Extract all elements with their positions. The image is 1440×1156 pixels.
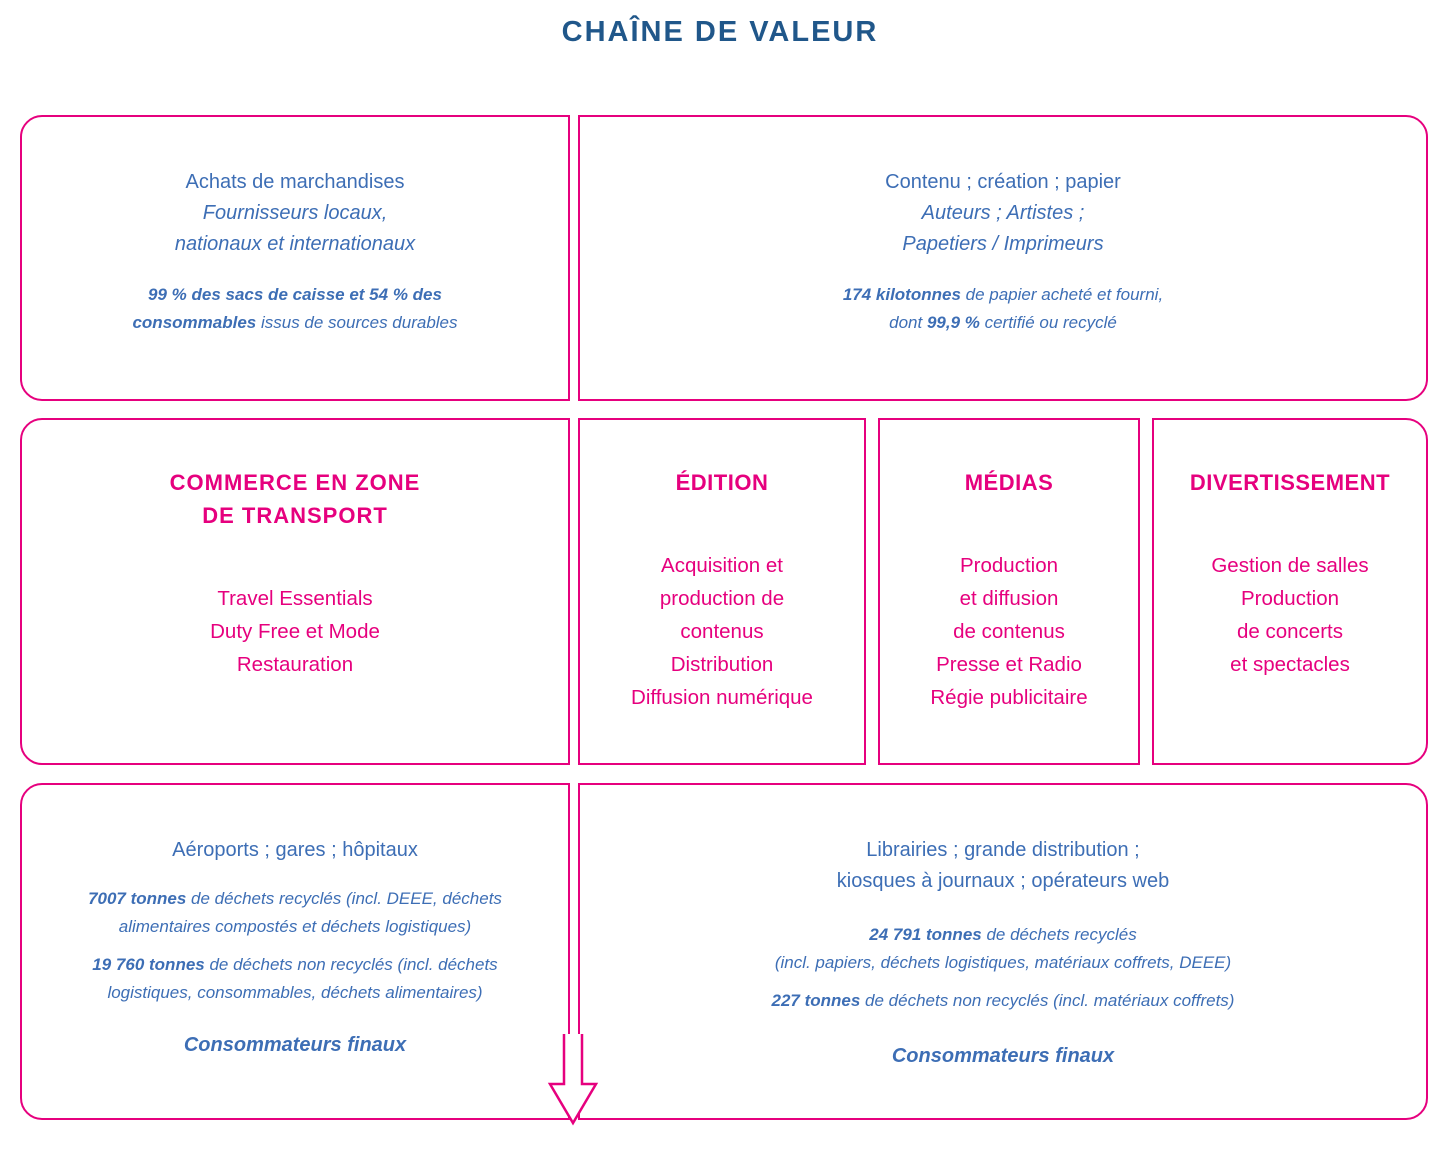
transport-locations-heading: Aéroports ; gares ; hôpitaux <box>172 839 418 861</box>
final-consumers-right: Consommateurs finaux <box>891 1044 1115 1067</box>
paper-stats: 174 kilotonnes de papier acheté et fourn… <box>580 281 1426 336</box>
division-medias-box: MÉDIAS Production et diffusion de conten… <box>878 418 1140 765</box>
paper-stat-line2: dont 99,9 % certifié ou recyclé <box>580 309 1426 337</box>
paper-stat2-text: certifié ou recyclé <box>979 312 1117 332</box>
paper-stat-value: 174 kilotonnes <box>842 285 961 304</box>
content-sub-line2: Papetiers / Imprimeurs <box>902 233 1104 255</box>
retail-nonrecycled-text: de déchets non recyclés (incl. matériaux… <box>860 991 1235 1010</box>
flow-down-arrow-icon <box>547 1034 599 1126</box>
upstream-merchandise-box: Achats de marchandises Fournisseurs loca… <box>20 115 570 401</box>
transport-nonrecycled-value: 19 760 tonnes <box>92 955 205 974</box>
division-commerce-items: Travel Essentials Duty Free et Mode Rest… <box>22 582 568 681</box>
transport-nonrecycled-text: de déchets non recyclés (incl. déchets l… <box>107 955 498 1002</box>
division-item: et spectacles <box>1230 653 1350 676</box>
division-item: Travel Essentials <box>217 587 373 610</box>
division-divertissement-box: DIVERTISSEMENT Gestion de salles Product… <box>1152 418 1428 765</box>
division-divertissement-heading: DIVERTISSEMENT <box>1189 470 1391 495</box>
retail-locations-heading-line2: kiosques à journaux ; opérateurs web <box>836 870 1170 892</box>
retail-recycled-note: (incl. papiers, déchets logistiques, mat… <box>774 952 1232 972</box>
division-item: Distribution <box>670 653 774 676</box>
retail-recycled-stat: 24 791 tonnes de déchets recyclés (incl.… <box>580 921 1426 976</box>
merchandise-sub-line2: nationaux et internationaux <box>174 233 416 255</box>
paper-stat-line1: 174 kilotonnes de papier acheté et fourn… <box>580 281 1426 309</box>
merchandise-heading: Achats de marchandises <box>185 171 405 193</box>
retail-recycled-value: 24 791 tonnes <box>869 925 982 944</box>
division-item: de contenus <box>953 620 1065 643</box>
downstream-retail-box: Librairies ; grande distribution ; kiosq… <box>578 783 1428 1120</box>
division-commerce-heading: COMMERCE EN ZONE DE TRANSPORT <box>22 466 568 532</box>
division-item: Régie publicitaire <box>930 686 1088 709</box>
upstream-content-box: Contenu ; création ; papier Auteurs ; Ar… <box>578 115 1428 401</box>
division-item: et diffusion <box>959 587 1059 610</box>
division-medias-items: Production et diffusion de contenus Pres… <box>880 549 1138 714</box>
division-item: Acquisition et <box>661 554 783 577</box>
paper-stat-text: de papier acheté et fourni, <box>960 285 1164 304</box>
division-item: contenus <box>680 620 764 643</box>
retail-locations-heading-line1: Librairies ; grande distribution ; <box>866 839 1140 861</box>
merchandise-stat-text: issus de sources durables <box>256 312 458 332</box>
retail-nonrecycled-stat: 227 tonnes de déchets non recyclés (incl… <box>580 987 1426 1015</box>
content-sub-line1: Auteurs ; Artistes ; <box>921 202 1085 224</box>
division-item: Duty Free et Mode <box>210 620 380 643</box>
division-edition-items: Acquisition et production de contenus Di… <box>580 549 864 714</box>
division-item: de concerts <box>1237 620 1343 643</box>
heading-line: DE TRANSPORT <box>202 503 388 528</box>
downstream-transport-box: Aéroports ; gares ; hôpitaux 7007 tonnes… <box>20 783 570 1120</box>
transport-recycled-text: de déchets recyclés (incl. DEEE, déchets… <box>118 889 502 936</box>
division-edition-box: ÉDITION Acquisition et production de con… <box>578 418 866 765</box>
division-item: Gestion de salles <box>1211 554 1369 577</box>
merchandise-stat: 99 % des sacs de caisse et 54 % des cons… <box>95 281 495 336</box>
diagram-title: CHAÎNE DE VALEUR <box>561 16 879 48</box>
heading-line: COMMERCE EN ZONE <box>169 470 421 495</box>
division-item: Presse et Radio <box>936 653 1082 676</box>
merchandise-sub-line1: Fournisseurs locaux, <box>202 202 388 224</box>
paper-stat2-value: 99,9 % <box>926 312 980 332</box>
division-item: Diffusion numérique <box>631 686 813 709</box>
division-edition-heading: ÉDITION <box>675 470 769 495</box>
division-item: Production <box>1240 587 1339 610</box>
division-medias-heading: MÉDIAS <box>964 470 1054 495</box>
paper-stat2-prefix: dont <box>889 312 927 332</box>
division-item: Production <box>959 554 1058 577</box>
transport-recycled-stat: 7007 tonnes de déchets recyclés (incl. D… <box>55 885 535 940</box>
final-consumers-left: Consommateurs finaux <box>183 1034 407 1056</box>
retail-recycled-text: de déchets recyclés <box>981 925 1137 944</box>
retail-recycled-line1: 24 791 tonnes de déchets recyclés <box>580 921 1426 949</box>
retail-nonrecycled-value: 227 tonnes <box>771 991 861 1010</box>
division-item: Restauration <box>236 653 354 676</box>
division-divertissement-items: Gestion de salles Production de concerts… <box>1154 549 1426 681</box>
division-commerce-box: COMMERCE EN ZONE DE TRANSPORT Travel Ess… <box>20 418 570 765</box>
content-heading: Contenu ; création ; papier <box>885 171 1121 193</box>
division-item: production de <box>659 587 785 610</box>
transport-recycled-value: 7007 tonnes <box>88 889 187 908</box>
merchandise-stat-value: 99 % des sacs de caisse et 54 % des cons… <box>132 285 442 332</box>
transport-nonrecycled-stat: 19 760 tonnes de déchets non recyclés (i… <box>55 951 535 1006</box>
